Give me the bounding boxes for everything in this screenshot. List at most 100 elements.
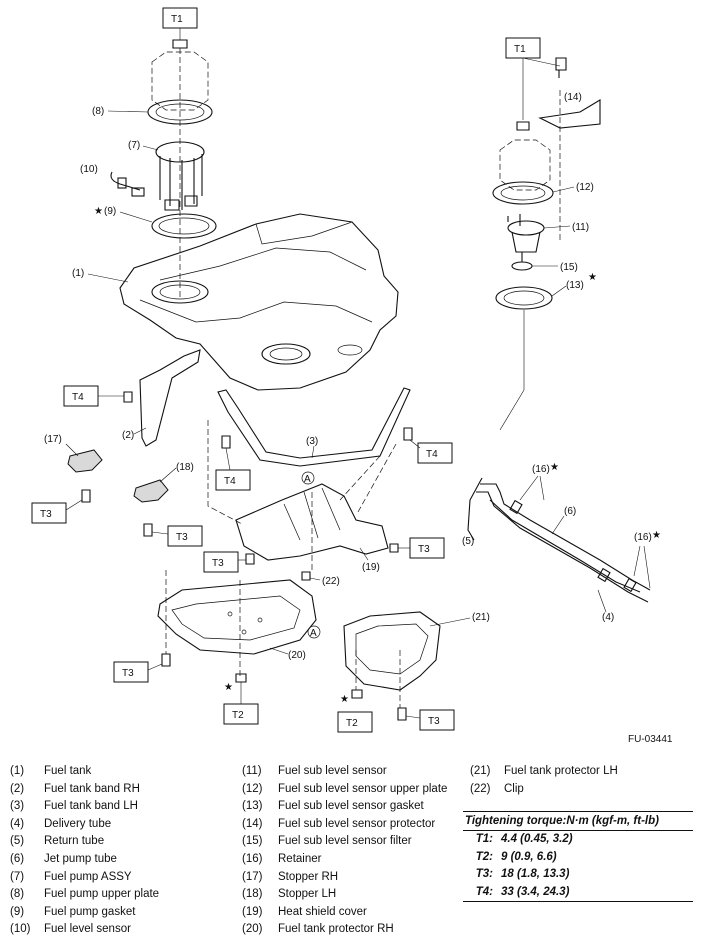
legend-item-number: (3) [10,800,25,813]
legend-item-label: Fuel sub level sensor filter [278,835,412,848]
legend-item: (22)Clip [470,781,618,799]
legend-item-label: Heat shield cover [278,905,367,918]
legend-item-label: Delivery tube [44,817,112,830]
legend-item: (19) Heat shield cover [242,904,447,922]
stopper-lh [133,479,169,503]
legend-item: (13) Fuel sub level sensor gasket [242,798,447,816]
torque-code: T1: [475,833,493,845]
star-mark: ★ [340,694,349,705]
legend-item-label: Fuel tank band RH [44,782,140,795]
legend-item-label: Fuel pump gasket [44,905,136,918]
torque-tag-t3: T3 [212,558,224,569]
legend-item: (7) Fuel pump ASSY [10,869,159,887]
callout-16-top: (16) [532,464,550,475]
legend-item-label: Fuel tank protector RH [278,923,394,936]
legend-item: (5)Return tube [10,833,159,851]
legend-item-number: (7) [10,870,25,883]
torque-tag-t3: T3 [40,509,52,520]
legend-item-number: (11) [242,765,262,777]
star-mark: ★ [224,682,233,693]
callout-8: (8) [92,106,104,117]
torque-row: T3: 18 (1.8, 13.3) [463,866,693,884]
callout-6: (6) [564,506,576,517]
legend-item-label: Fuel sub level sensor gasket [278,800,424,813]
fuel-sub-level-sensor-protector [538,99,601,129]
star-mark: ★ [94,206,103,217]
legend-item-number: (4) [10,817,25,830]
fuel-tank-protector-lh: (21) ★ T2 T3 [337,611,490,733]
legend-item-label: Fuel sub level sensor [278,765,387,777]
fuel-pump-stack: T1 (8) (7) (10) ★ (9) [80,7,217,300]
legend-column-2: (11) Fuel sub level sensor (12) Fuel sub le… [242,763,447,939]
callout-16-right: (16) [634,532,652,543]
fuel-sub-level-sensor [507,220,545,236]
legend-item: (15)Fuel sub level sensor filter [242,833,447,851]
torque-row: T4:33 (3.4, 24.3) [463,884,693,902]
legend-item-number: (8) [10,888,25,901]
legend-item-number: (16) [242,852,263,865]
legend-item-number: (17) [242,870,263,883]
fuel-tank-bands: T4 (2) (3) T4 T4 [63,349,453,491]
star-mark: ★ [550,462,559,473]
fuel-sub-level-sensor-gasket [495,286,553,310]
torque-tag-t4: T4 [426,449,438,460]
stoppers: (17) T3 (18) T3 [31,434,203,547]
callout-1: (1) [72,268,84,279]
legend-item: (6) Jet pump tube [10,851,159,869]
legend-item-number: (21) [470,765,491,777]
fuel-tank: (1) [72,213,399,391]
callout-12: (12) [576,182,594,193]
legend-item-number: (13) [242,800,263,813]
exploded-view-diagram: T1 (8) (7) (10) ★ (9) [31,7,661,733]
torque-value: 18 (1.8, 13.3) [501,868,570,880]
legend-item: (8)Fuel pump upper plate [10,886,159,904]
legend-item-number: (10) [10,923,31,936]
legend-item: (21) Fuel tank protector LH [470,763,618,781]
legend-item-label: Fuel tank protector LH [504,765,618,777]
callout-10: (10) [80,164,98,175]
legend-item-label: Retainer [278,852,322,865]
callout-15: (15) [560,262,578,273]
legend-item-label: Clip [504,782,524,795]
legend-item: (14) Fuel sub level sensor protector [242,816,447,834]
legend-item-number: (20) [242,923,263,936]
torque-table-title: Tightening torque:N·m (kgf-m, ft-lb) [463,812,693,831]
legend-item-number: (12) [242,782,263,795]
legend-item: (11) Fuel sub level sensor [242,763,447,781]
legend-item: (3)Fuel tank band LH [10,798,159,816]
torque-value: 4.4 (0.45, 3.2) [501,833,573,845]
legend-item-label: Jet pump tube [44,852,117,865]
callout-22: (22) [322,576,340,587]
legend-item-label: Stopper LH [278,888,337,901]
callout-4: (4) [602,612,614,623]
fuel-tubes: (16) ★ (6) (5) (16) ★ (4) [462,462,661,623]
tightening-torque-table: Tightening torque:N·m (kgf-m, ft-lb) T1:… [463,811,693,902]
fuel-sub-level-sensor-filter [511,261,533,271]
torque-rows: T1: 4.4 (0.45, 3.2) T2:9 (0.9, 6.6)T3: 18 (… [463,831,693,901]
sub-level-sensor-stack: T1 (14) (12) (11) (15) (13) ★ [492,37,601,431]
legend-item-label: Return tube [44,835,105,848]
star-mark: ★ [588,272,597,283]
torque-code: T3: [475,868,493,880]
callout-13: (13) [566,280,584,291]
torque-tag-t3: T3 [418,544,430,555]
legend-item-number: (14) [242,817,263,830]
legend-item-number: (6) [10,852,25,865]
callout-7: (7) [128,140,140,151]
figure-code: FU-03441 [628,734,673,745]
torque-row: T2:9 (0.9, 6.6) [463,849,693,867]
torque-tag-t3: T3 [176,532,188,543]
callout-21: (21) [472,612,490,623]
legend-item: (9)Fuel pump gasket [10,904,159,922]
legend-item-number: (19) [242,905,263,918]
callout-14: (14) [564,92,582,103]
legend-item-label: Fuel sub level sensor protector [278,817,436,830]
legend-item-number: (2) [10,782,25,795]
star-mark: ★ [652,530,661,541]
legend-item: (10)Fuel level sensor [10,921,159,939]
callout-17: (17) [44,434,62,445]
fuel-sub-level-sensor-upper-plate [492,181,554,205]
legend-item-label: Fuel pump ASSY [44,870,132,883]
fuel-pump-assy [155,141,205,163]
callout-5: (5) [462,536,474,547]
